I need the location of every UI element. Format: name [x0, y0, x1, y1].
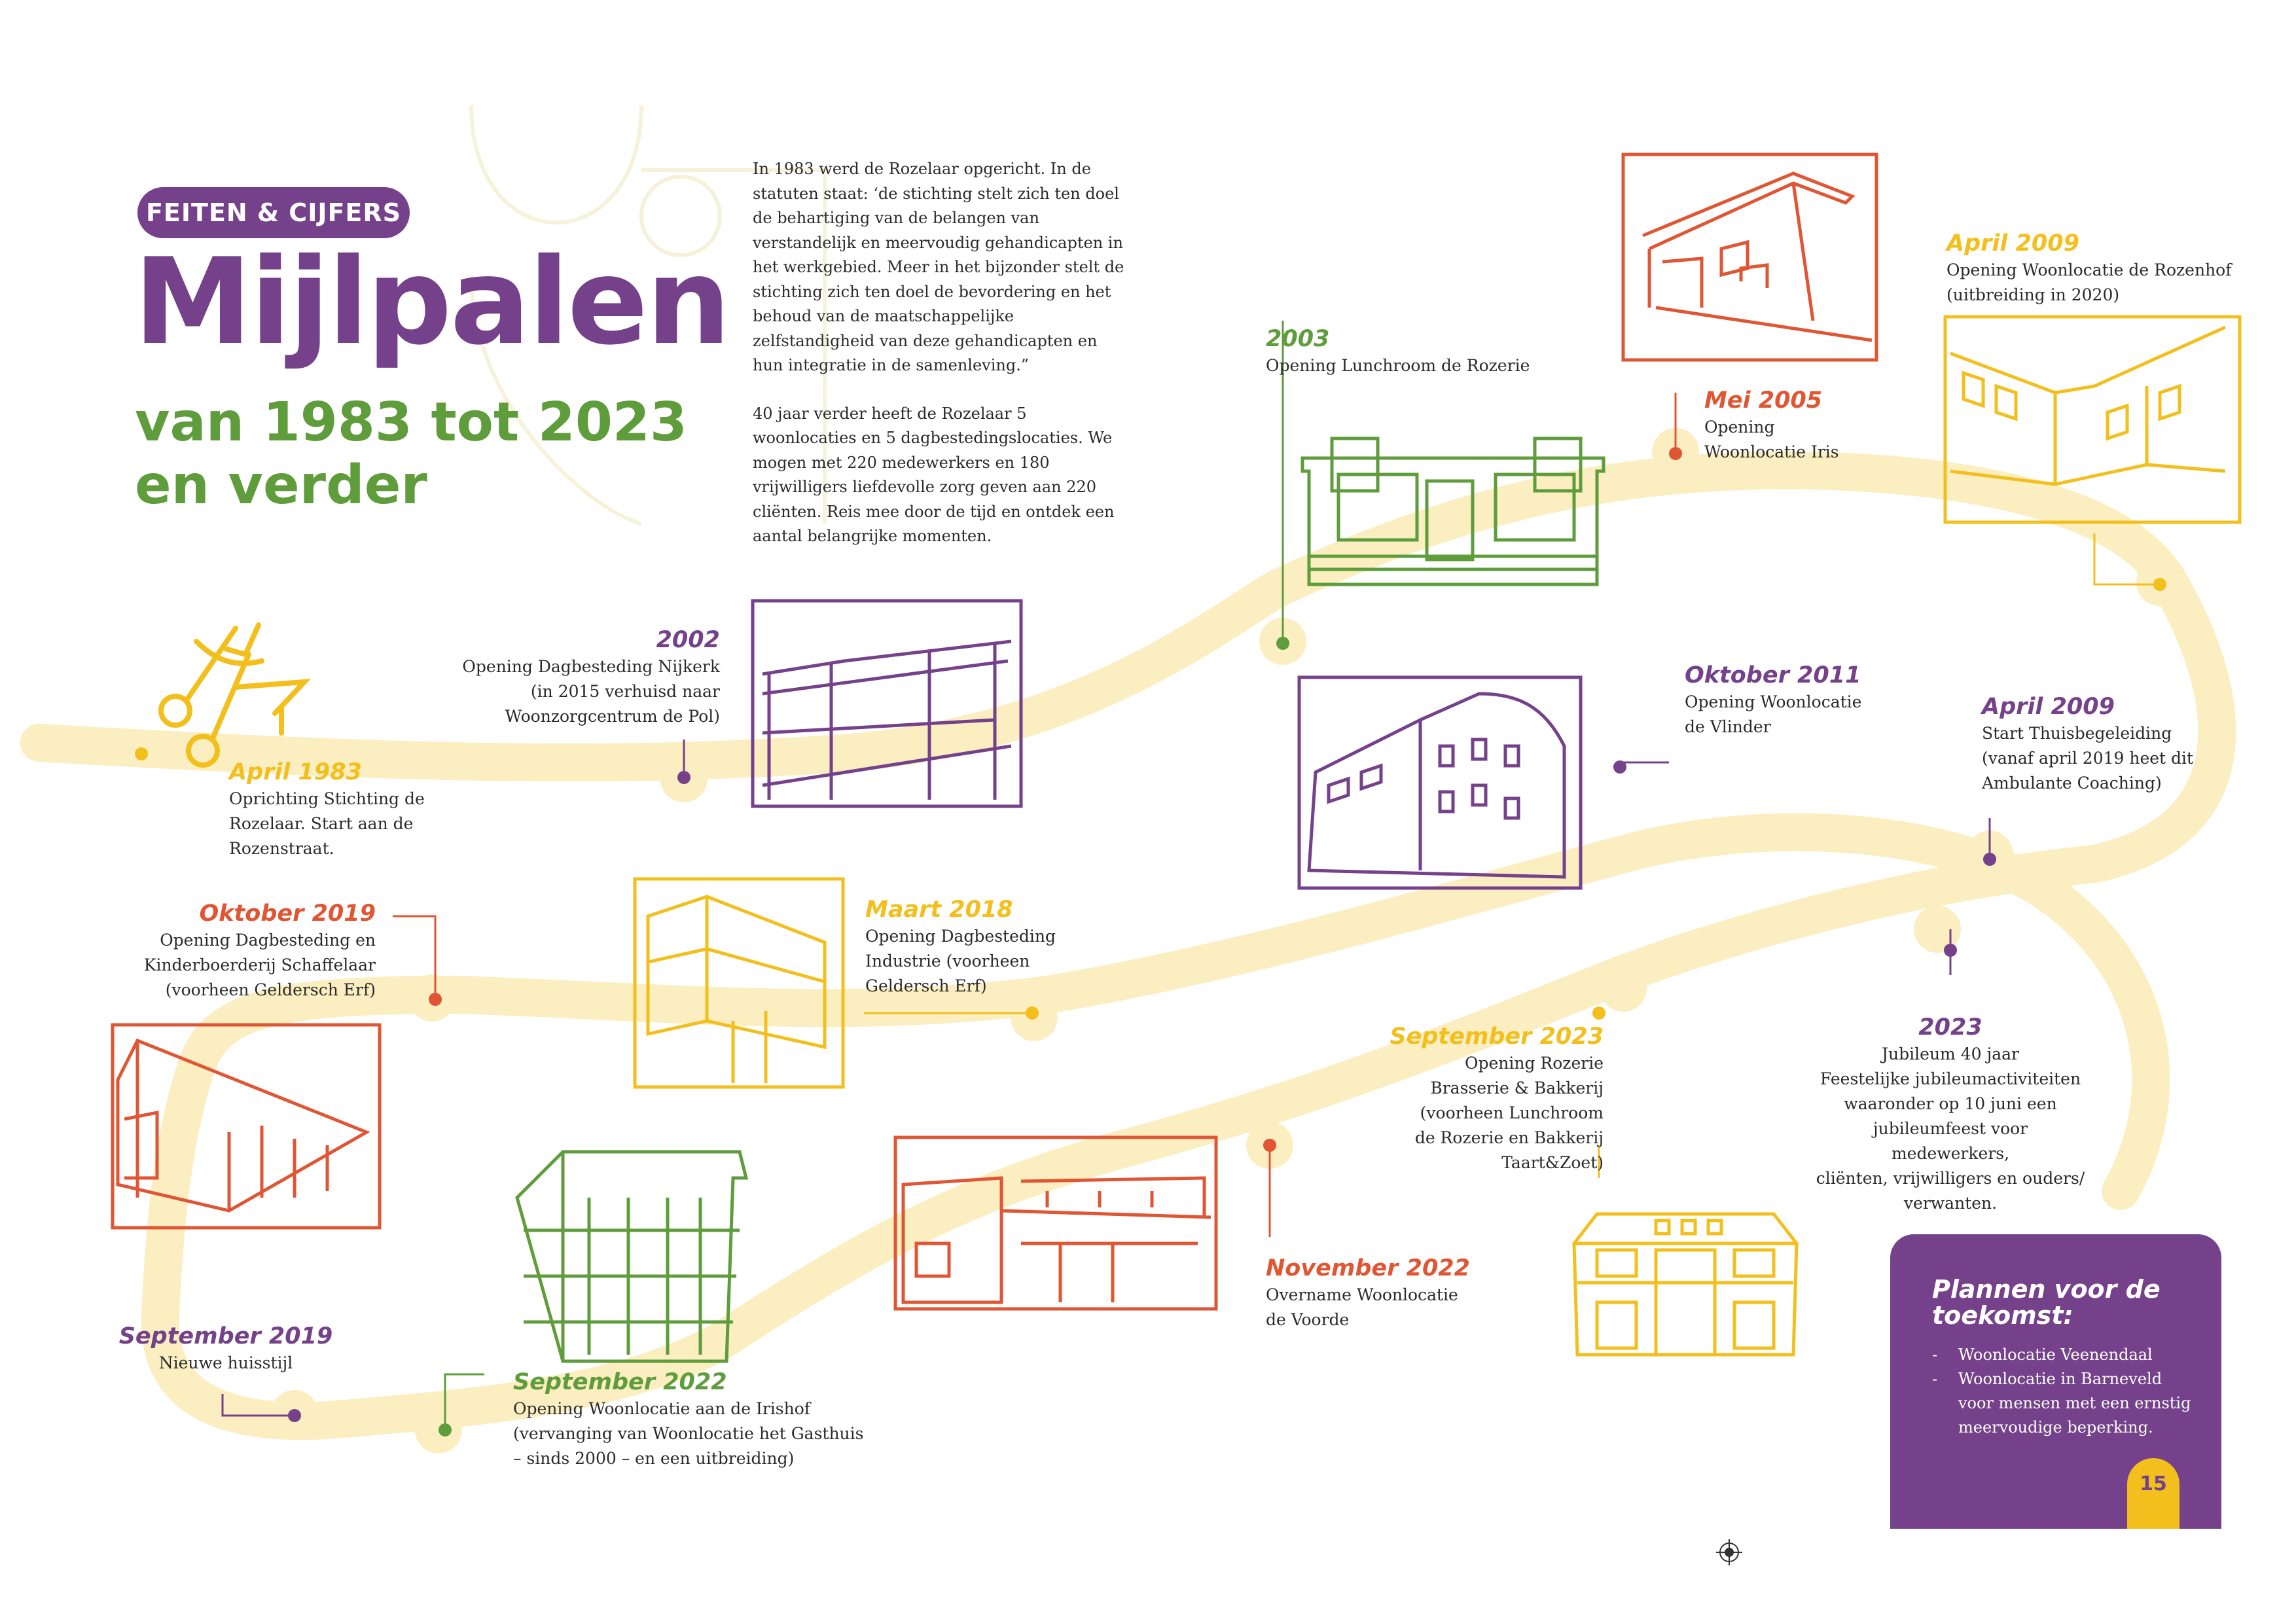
event-oktober-2011: Oktober 2011 Opening Woonlocatie de Vlin…	[1685, 662, 1862, 736]
building-2002-illustration	[751, 599, 1023, 808]
event-2023: 2023 Jubileum 40 jaar Feestelijke jubile…	[1816, 1014, 2085, 1213]
building-industrie-illustration	[633, 877, 845, 1089]
watermark-rose-icon	[469, 104, 827, 526]
event-november-2022: November 2022 Overname Woonlocatie de Vo…	[1266, 1255, 1471, 1329]
event-april-2009-rozenhof: April 2009 Opening Woonlocatie de Rozenh…	[1946, 230, 2232, 304]
event-september-2023: September 2023 Opening Rozerie Brasserie…	[1390, 1024, 1604, 1172]
registration-mark-icon	[1716, 1539, 1742, 1565]
event-2003: 2003 Opening Lunchroom de Rozerie	[1266, 326, 1530, 375]
page-subtitle: van 1983 tot 2023 en verder	[135, 391, 687, 516]
building-voorde-illustration	[893, 1135, 1218, 1311]
building-rozerie-illustration	[1572, 1212, 1799, 1357]
event-april-2009-thuisbegeleiding: April 2009 Start Thuisbegeleiding (vanaf…	[1982, 694, 2194, 793]
page-title: Mijlpalen	[134, 232, 731, 371]
event-mei-2005: Mei 2005 Opening Woonlocatie Iris	[1704, 387, 1839, 461]
event-april-1983: April 1983 Oprichting Stichting de Rozel…	[229, 759, 425, 858]
building-2003-illustration	[1300, 437, 1605, 586]
scissors-ribbon-icon	[158, 622, 311, 768]
building-irishof-illustration	[515, 1150, 749, 1363]
building-vlinder-illustration	[1297, 675, 1583, 890]
event-2002: 2002 Opening Dagbesteding Nijkerk (in 20…	[462, 627, 720, 726]
event-maart-2018: Maart 2018 Opening Dagbesteding Industri…	[865, 897, 1056, 995]
event-september-2019: September 2019 Nieuwe huisstijl	[118, 1323, 333, 1372]
building-2005-illustration	[1621, 152, 1878, 362]
timeline-dots	[135, 447, 2166, 1436]
future-plan-item: Woonlocatie Veenendaal	[1932, 1343, 2195, 1367]
path-nodes	[271, 428, 2183, 1454]
building-schaffelaar-illustration	[111, 1023, 382, 1230]
page-number: 15	[2127, 1458, 2179, 1529]
event-oktober-2019: Oktober 2019 Opening Dagbesteding en Kin…	[143, 901, 376, 999]
building-rozenhof-illustration	[1943, 315, 2242, 524]
future-plans-title: Plannen voor de toekomst:	[1932, 1275, 2161, 1330]
future-plans-list: Woonlocatie Veenendaal Woonlocatie in Ba…	[1932, 1343, 2195, 1440]
intro-text: In 1983 werd de Rozelaar opgericht. In d…	[753, 157, 1126, 573]
intro-paragraph-2: 40 jaar verder heeft de Rozelaar 5 woonl…	[753, 404, 1115, 546]
event-september-2022: September 2022 Opening Woonlocatie aan d…	[513, 1369, 864, 1468]
intro-paragraph-1: In 1983 werd de Rozelaar opgericht. In d…	[753, 160, 1124, 374]
future-plan-item: Woonlocatie in Barneveld voor mensen met…	[1932, 1367, 2195, 1440]
section-badge: FEITEN & CIJFERS	[137, 187, 410, 238]
timeline-markers	[221, 321, 2160, 1429]
